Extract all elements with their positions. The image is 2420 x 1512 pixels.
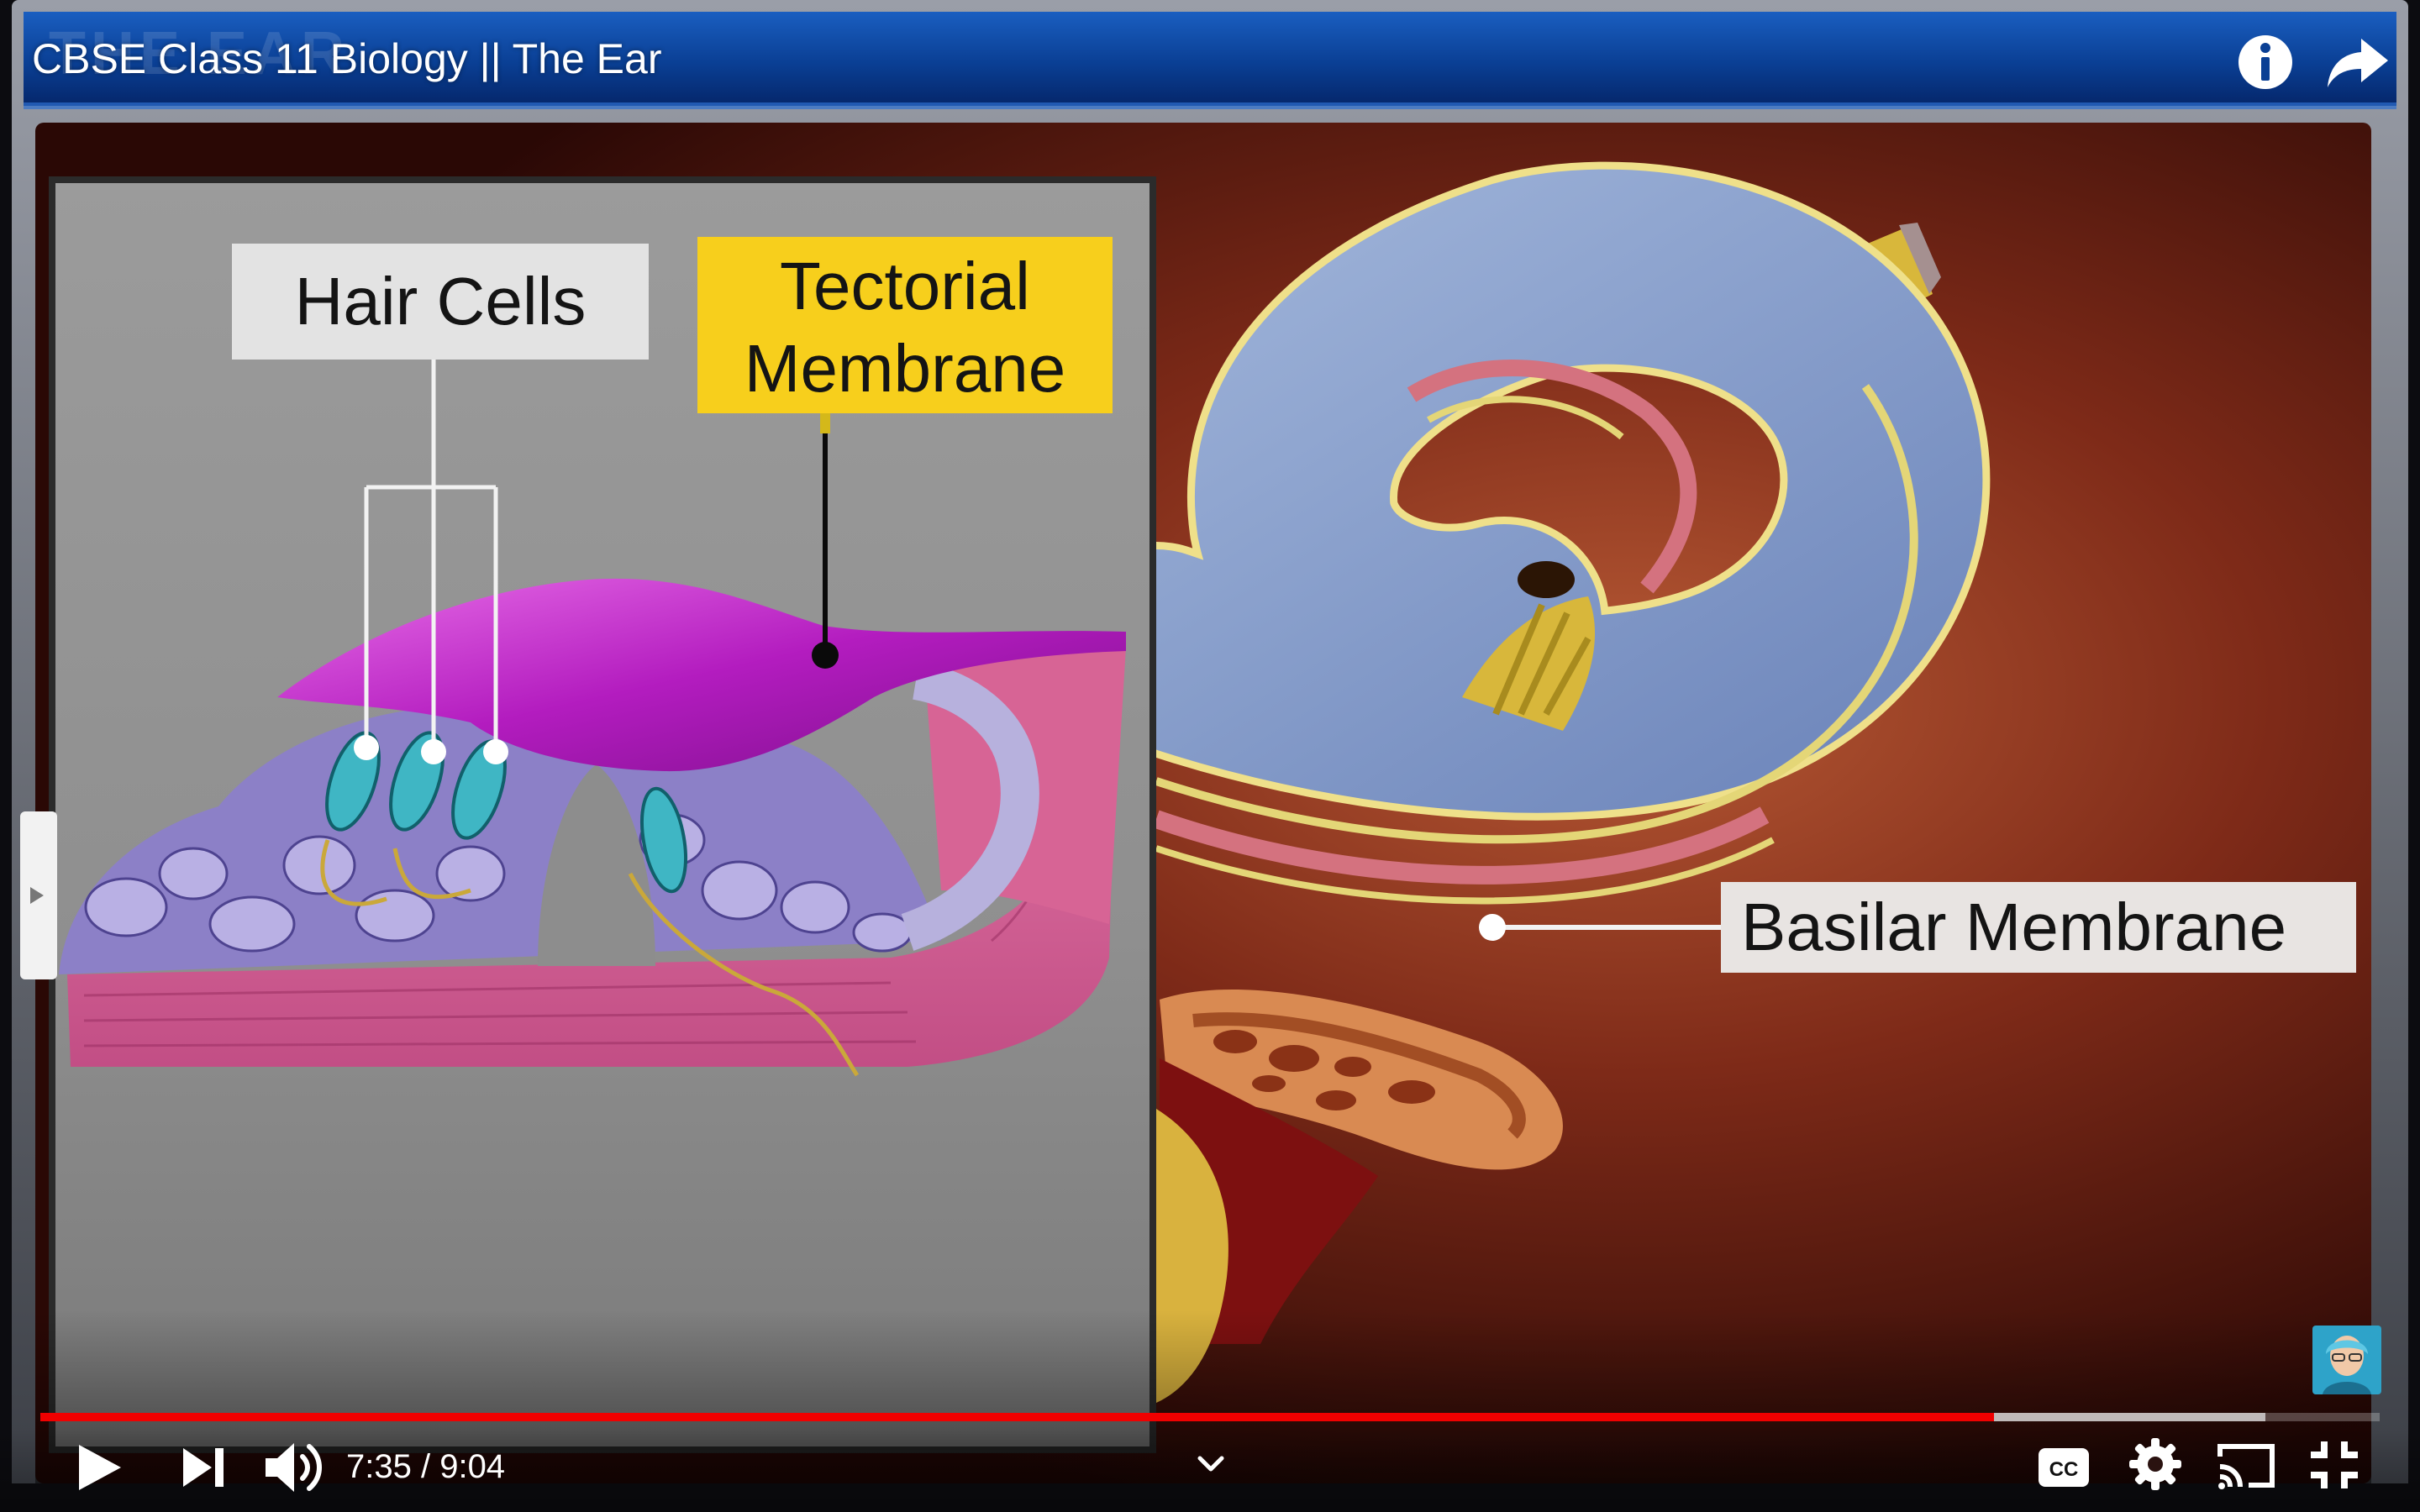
- cc-icon: CC: [2039, 1448, 2089, 1487]
- cast-button[interactable]: [2215, 1438, 2279, 1492]
- exit-fullscreen-button[interactable]: [2307, 1438, 2361, 1492]
- captions-button[interactable]: CC: [2037, 1443, 2091, 1492]
- info-icon: [2238, 35, 2292, 89]
- settings-button[interactable]: [2128, 1436, 2183, 1492]
- gear-icon: [2129, 1438, 2181, 1490]
- time-display: 7:35 / 9:04: [346, 1441, 505, 1492]
- info-button[interactable]: [2235, 32, 2296, 92]
- chevron-right-icon: [30, 887, 44, 904]
- exit-fullscreen-icon: [2311, 1441, 2358, 1488]
- time-separator: /: [411, 1448, 440, 1485]
- duration: 9:04: [439, 1448, 506, 1485]
- share-button[interactable]: [2324, 32, 2391, 92]
- basilar-membrane-text: Basilar Membrane: [1741, 890, 2287, 964]
- play-icon: [79, 1445, 121, 1490]
- video-title[interactable]: CBSE Class 11 Biology || The Ear: [32, 35, 662, 82]
- chapter-chevron-button[interactable]: [1193, 1446, 1228, 1482]
- svg-text:THE EAR: THE EAR: [49, 20, 350, 87]
- play-button[interactable]: [72, 1441, 124, 1494]
- hair-cells-label: Hair Cells: [232, 244, 649, 360]
- hair-cells-text: Hair Cells: [294, 264, 587, 339]
- channel-avatar[interactable]: [2312, 1326, 2381, 1394]
- avatar-icon: [2312, 1326, 2381, 1394]
- progress-bar[interactable]: [40, 1413, 2380, 1421]
- volume-button[interactable]: [262, 1438, 333, 1497]
- next-button[interactable]: [180, 1443, 227, 1492]
- basilar-membrane-label: Basilar Membrane: [1721, 882, 2356, 973]
- tectorial-membrane-text: Tectorial Membrane: [744, 249, 1066, 406]
- side-panel-tab[interactable]: [20, 811, 57, 979]
- progress-played: [40, 1413, 1994, 1421]
- cast-icon: [2217, 1444, 2275, 1489]
- volume-icon: [266, 1443, 322, 1492]
- chevron-down-icon: [1197, 1456, 1224, 1472]
- share-icon: [2328, 39, 2388, 87]
- next-icon: [183, 1448, 224, 1487]
- tectorial-membrane-label: Tectorial Membrane: [697, 237, 1113, 413]
- current-time: 7:35: [346, 1448, 412, 1485]
- svg-text:CC: CC: [2049, 1458, 2079, 1481]
